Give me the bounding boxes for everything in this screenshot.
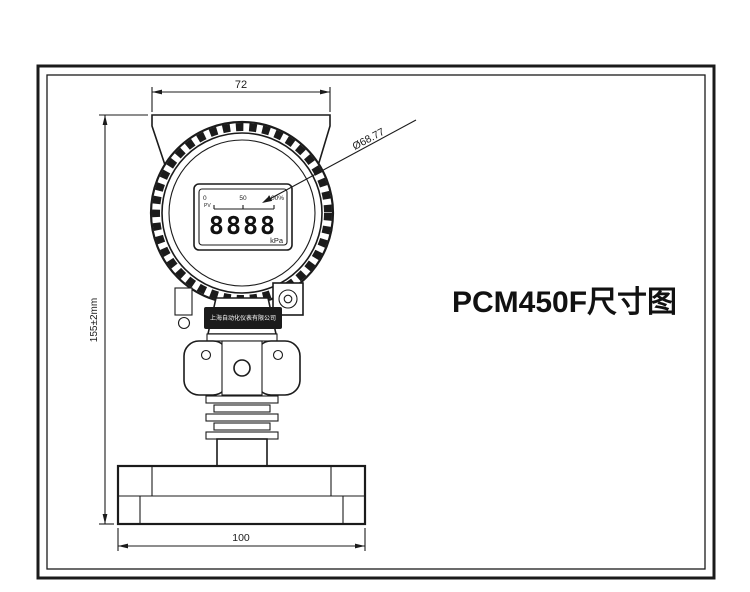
lcd-scale-full: 100% — [267, 195, 284, 202]
fin-1 — [205, 395, 279, 404]
lcd-unit: kPa — [270, 236, 284, 245]
lcd-inner-frame — [198, 188, 288, 246]
lcd-scale-mid: 50 — [239, 195, 247, 202]
border-frame-inner — [46, 74, 706, 570]
arrowhead — [118, 543, 128, 549]
border-frame-outer — [36, 64, 716, 580]
lcd-scale-pv: PV — [204, 203, 211, 209]
coupling-center-hole — [233, 359, 251, 377]
arrowhead — [152, 89, 162, 95]
arrowhead — [102, 514, 108, 524]
process-coupling — [183, 333, 301, 396]
coupling-top-plate — [206, 333, 278, 342]
flange-body — [116, 464, 367, 526]
coupling-right-bolt — [272, 349, 284, 361]
dimension-height: 155±2mm — [89, 114, 148, 525]
side-tab-body — [174, 287, 193, 316]
dim-flange-width-text: 100 — [232, 532, 250, 544]
border-frame — [36, 64, 716, 580]
arrowhead — [102, 115, 108, 125]
dimension-top-width: 72 — [151, 79, 331, 112]
coupling-left-lobe — [183, 340, 229, 396]
fin-4 — [213, 422, 271, 431]
coupling-left-bolt — [200, 349, 212, 361]
fin-2 — [213, 404, 271, 413]
lcd-scale: 0 PV 50 100% — [203, 195, 284, 210]
side-tab-hole — [177, 316, 191, 330]
fin-5 — [205, 431, 279, 440]
stem — [216, 438, 268, 468]
lcd-reading: 8888 — [209, 211, 277, 240]
nameplate: 上海自动化仪表有限公司 — [204, 307, 282, 329]
dimension-flange-width: 100 — [117, 528, 366, 551]
dim-height-text: 155±2mm — [89, 298, 100, 342]
nameplate-plate — [204, 307, 282, 329]
transmitter-drawing: 0 PV 50 100% 8888 kPa — [116, 114, 367, 526]
arrowhead — [262, 195, 273, 203]
conduit-hole-outer — [278, 289, 298, 309]
nameplate-text: 上海自动化仪表有限公司 — [210, 314, 276, 322]
diameter-callout-text: Ø68.77 — [351, 126, 387, 153]
lcd-scale-zero: 0 — [203, 195, 207, 202]
lcd-display: 0 PV 50 100% 8888 kPa — [193, 183, 293, 251]
arrowhead — [355, 543, 365, 549]
housing-inner-circle — [168, 139, 316, 287]
drawing-title: PCM450F尺寸图 — [452, 286, 677, 319]
coupling-right-lobe — [255, 340, 301, 396]
flange — [116, 464, 367, 526]
side-tab — [174, 287, 193, 330]
leader-line — [263, 119, 417, 203]
conduit-hole-inner — [283, 294, 293, 304]
cooling-fins — [205, 395, 279, 440]
fin-3 — [205, 413, 279, 422]
arrowhead — [320, 89, 330, 95]
dim-top-width-text: 72 — [235, 79, 247, 91]
